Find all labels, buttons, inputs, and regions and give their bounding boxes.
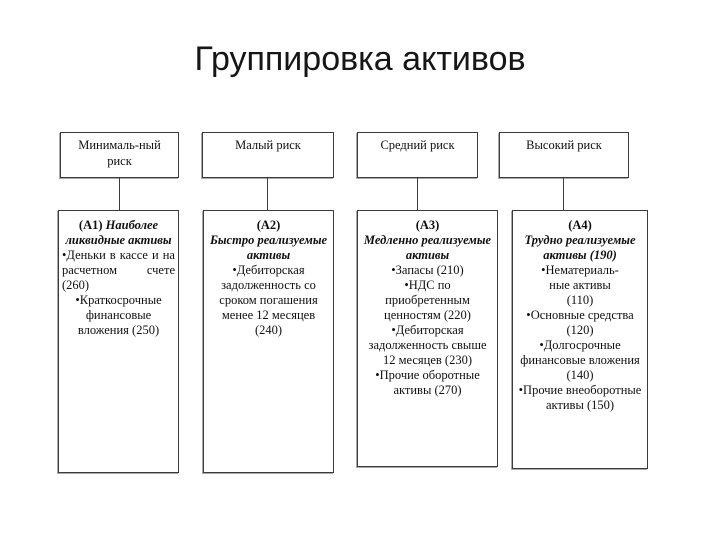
asset-item: НДС по приобретенным ценностям (220) xyxy=(361,278,494,323)
asset-item: Деньки в кассе и на расчетном счете (260… xyxy=(62,248,175,293)
group-a4-code: (А4) xyxy=(568,218,592,232)
group-a2-name: Быстро реализуемые активы xyxy=(209,233,328,262)
top-box-high-risk-label: Высокий риск xyxy=(526,138,602,152)
top-box-minimal-risk-label: Минималь-ный риск xyxy=(78,138,161,169)
asset-item: Дебиторская задолженность со сроком пога… xyxy=(207,263,330,338)
group-box-a3: (А3) Медленно реализуемые активы Запасы … xyxy=(357,210,498,467)
asset-item: Дебиторская задолженность свыше 12 месяц… xyxy=(361,323,494,368)
asset-item: Прочие оборотные активы (270) xyxy=(361,368,494,398)
connector-line-3 xyxy=(417,178,418,210)
connector-line-2 xyxy=(267,178,268,210)
group-a4-name: Трудно реализуемые активы (190) xyxy=(524,233,636,262)
group-a1-header: (А1) Наиболее ликвидные активы xyxy=(62,218,175,248)
group-box-a1: (А1) Наиболее ликвидные активы Деньки в … xyxy=(58,210,179,473)
group-a2-code: (А2) xyxy=(256,218,281,232)
top-box-medium-risk-label: Средний риск xyxy=(380,138,455,152)
connector-line-1 xyxy=(119,178,120,210)
group-box-a2: (А2) Быстро реализуемые активы Дебиторск… xyxy=(203,210,334,473)
group-a3-name: Медленно реализуемые активы xyxy=(363,233,492,262)
top-box-minimal-risk: Минималь-ный риск xyxy=(60,132,179,178)
top-box-medium-risk: Средний риск xyxy=(357,132,478,178)
top-box-low-risk: Малый риск xyxy=(202,132,334,178)
asset-item: Запасы (210) xyxy=(361,263,494,278)
connector-line-4 xyxy=(563,178,564,210)
group-a1-code: (А1) xyxy=(78,218,103,232)
asset-item: Основные средства (120) xyxy=(516,308,644,338)
asset-item: Долгосрочные финансовые вложения (140) xyxy=(516,338,644,383)
top-box-low-risk-label: Малый риск xyxy=(235,138,301,152)
asset-item: Краткосрочные финансовые вложения (250) xyxy=(62,293,175,338)
asset-item: Прочие внеоборотные активы (150) xyxy=(516,383,644,413)
group-a3-code: (А3) xyxy=(415,218,440,232)
top-box-high-risk: Высокий риск xyxy=(499,132,629,178)
group-a1-name: Наиболее ликвидные активы xyxy=(65,218,172,247)
group-box-a4: (А4) Трудно реализуемые активы (190) Нем… xyxy=(512,210,648,469)
slide-title: Группировка активов xyxy=(194,40,526,78)
asset-item: Нематериаль-ные активы (110) xyxy=(516,263,644,308)
